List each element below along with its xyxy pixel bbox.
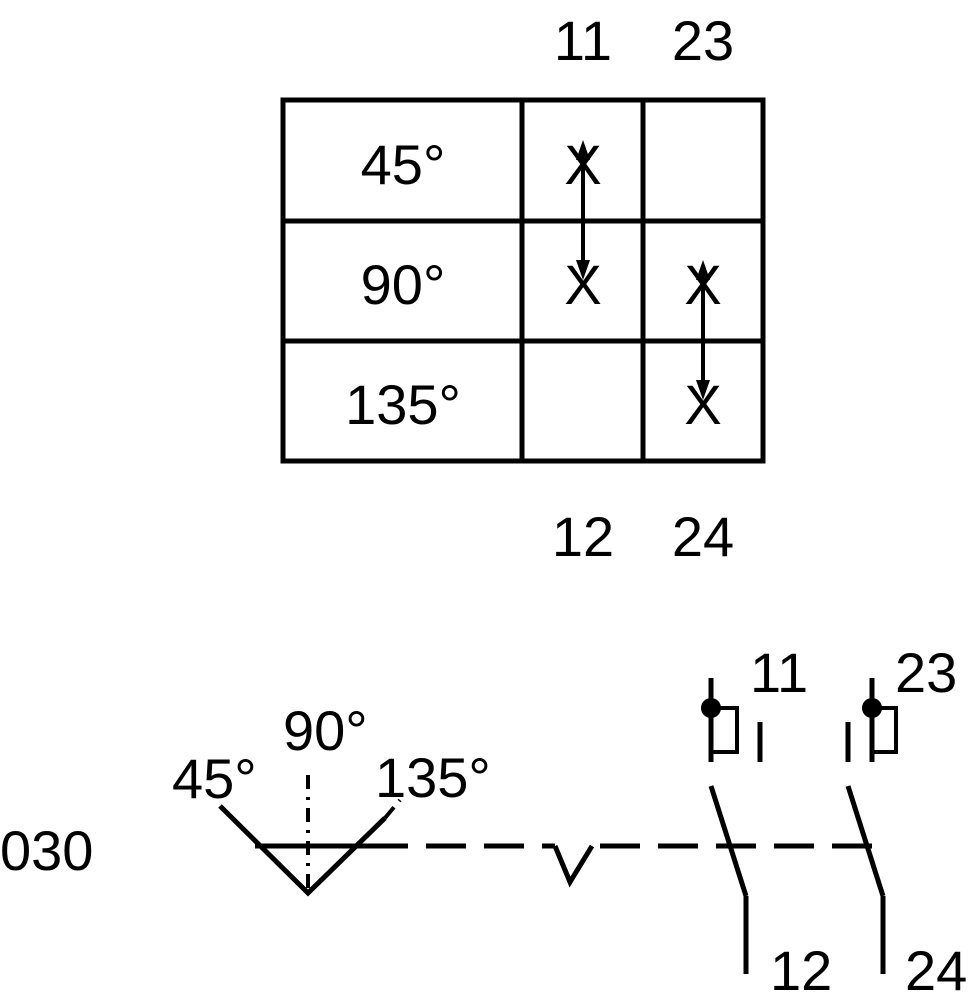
contact-label-23: 23: [895, 641, 957, 704]
angle-label-90: 90°: [283, 699, 368, 762]
table-row-angle-135: 135°: [345, 373, 461, 436]
table-footer-contact-12: 12: [552, 505, 614, 568]
switch-schematic: 030 45° 90° 135° 11 12 23: [0, 641, 967, 1000]
rotary-actuator-icon: [218, 775, 402, 897]
double-arrow-icon: [576, 140, 590, 280]
contact-11-12: 11 12: [701, 641, 832, 1000]
switch-code: 030: [0, 819, 93, 882]
table-header-contact-23: 23: [672, 9, 734, 72]
table-row-angle-90: 90°: [361, 253, 446, 316]
table-row-angle-45: 45°: [361, 133, 446, 196]
contact-label-11: 11: [750, 641, 808, 704]
angle-label-45: 45°: [172, 747, 257, 810]
contact-23-24: 23 24: [845, 641, 967, 1000]
angle-label-135: 135°: [375, 746, 491, 809]
table-footer-contact-24: 24: [672, 505, 734, 568]
double-arrow-icon: [696, 260, 710, 400]
contact-label-24: 24: [905, 939, 967, 1000]
contact-label-12: 12: [770, 939, 832, 1000]
contact-table: 11 23 45° 90° 135° X X X X 12 24: [280, 9, 766, 568]
detent-icon: [552, 844, 595, 888]
table-header-contact-11: 11: [554, 9, 612, 72]
